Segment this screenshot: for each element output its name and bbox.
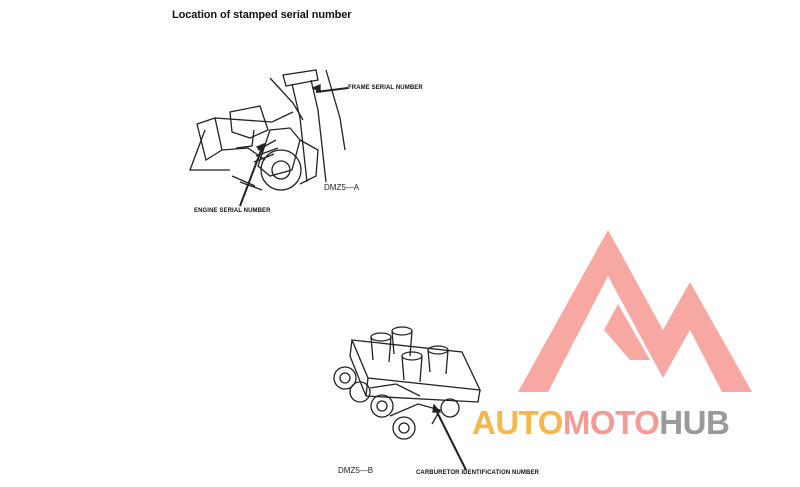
figure-b-code: DMZ5—B: [338, 466, 374, 475]
engine-serial-number-label: ENGINE SERIAL NUMBER: [194, 208, 271, 214]
watermark-part-auto: AUTO: [472, 404, 563, 441]
frame-serial-number-label: FRAME SERIAL NUMBER: [348, 85, 423, 91]
figure-a-code: DMZ5—A: [324, 183, 360, 192]
watermark-wordmark: AUTOMOTOHUB: [472, 404, 730, 442]
carburetor-assembly-drawing: [333, 326, 482, 471]
page-title: Location of stamped serial number: [172, 9, 352, 21]
watermark-part-hub: HUB: [659, 404, 730, 441]
carburetor-identification-number-label: CARBURETOR IDENTIFICATION NUMBER: [416, 470, 539, 476]
motorcycle-frame-drawing: [189, 69, 349, 207]
watermark-part-moto: MOTO: [562, 404, 660, 441]
watermark-logo-icon: [518, 230, 752, 392]
